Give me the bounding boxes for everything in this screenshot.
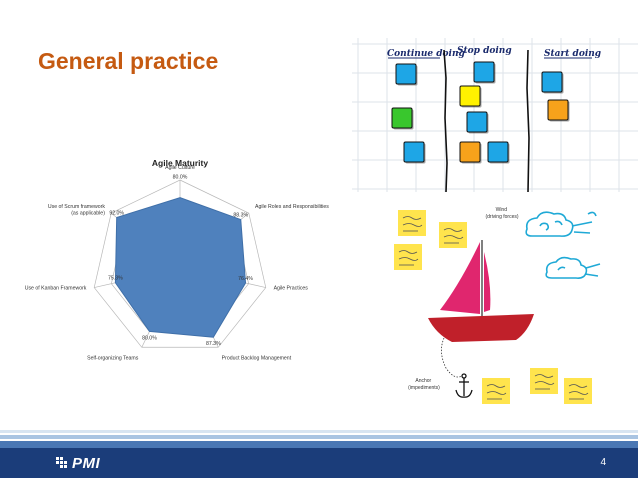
radar-category-label: Use of Kanban Framework: [25, 285, 87, 291]
scribble: [402, 216, 422, 220]
column-header-stop-doing: Stop doing: [457, 46, 512, 56]
chart-title: Agile Maturity: [152, 158, 208, 168]
column-divider: [526, 49, 530, 192]
scribble: [443, 228, 463, 232]
radar-value-label: 80.0%: [173, 175, 188, 181]
radar-category-label: Product Backlog Management: [222, 355, 292, 361]
retrospective-board: Continue doing Stop doing Start doing: [352, 38, 638, 192]
radar-grid-ring: [93, 179, 267, 348]
sticky-note-icon: [466, 111, 488, 133]
agile-maturity-radar-chart: Agile Culture 80.0% Agile Roles and Respon…: [25, 158, 330, 361]
sticky-note-icon: [459, 141, 481, 163]
footer-bar: PMI 4: [0, 448, 638, 478]
sticky-note-icon: [541, 71, 563, 93]
sticky-note-icon: [398, 210, 426, 236]
sticky-note-icon: [564, 378, 592, 404]
sticky-notes: [391, 61, 570, 164]
scribble: [568, 384, 588, 388]
sailboat-retrospective: Wind (driving forces) Anchor (impediment…: [394, 207, 601, 404]
anchor-icon: [455, 373, 473, 398]
anchor-label: Anchor (impediments): [408, 378, 440, 391]
sticky-note-icon: [547, 99, 569, 121]
scribble: [568, 391, 589, 395]
radar-value-label: 92.0%: [109, 211, 124, 217]
scribble: [398, 257, 419, 261]
radar-value-label: 87.3%: [206, 341, 221, 347]
radar-category-label: Agile Culture: [165, 165, 195, 171]
radar-category-label: Use of Scrum framework(as applicable): [48, 204, 105, 216]
page-number: 4: [600, 457, 606, 468]
sticky-note-icon: [482, 378, 510, 404]
cloud-icon: [525, 211, 597, 237]
radar-labels: Agile Culture 80.0% Agile Roles and Respon…: [25, 165, 330, 361]
sticky-note-icon: [394, 244, 422, 270]
sticky-note-icon: [391, 107, 413, 129]
sticky-note-icon: [439, 222, 467, 248]
scribble: [443, 235, 464, 239]
sticky-note-icon: [395, 63, 417, 85]
sticky-note-icon: [403, 141, 425, 163]
column-header-continue-doing: Continue doing: [387, 49, 465, 59]
cloud-icon: [545, 256, 601, 279]
scribble: [486, 391, 507, 395]
scribble: [534, 374, 554, 378]
radar-value-label: 75.3%: [108, 276, 123, 282]
pmi-logo: PMI: [56, 454, 101, 472]
scribble: [398, 250, 418, 254]
radar-category-label: Agile Roles and Responsibilities: [255, 204, 329, 210]
scribble: [402, 223, 423, 227]
radar-series-area: [114, 197, 247, 338]
wind-label: Wind (driving forces): [485, 207, 518, 220]
sticky-note-icon: [459, 85, 481, 107]
sticky-note-icon: [473, 61, 495, 83]
radar-category-label: Self-organizing Teams: [87, 355, 139, 361]
sail-icon-small: [484, 252, 491, 312]
radar-value-label: 88.3%: [233, 213, 248, 219]
radar-category-label: Agile Practices: [274, 285, 309, 291]
sail-icon: [440, 242, 480, 314]
pmi-logo-text: PMI: [72, 454, 101, 472]
scribble: [534, 381, 555, 385]
slide-title: General practice: [38, 48, 219, 74]
footer-stripes: [0, 430, 638, 448]
anchor-chain: [441, 337, 463, 378]
sailboat-icon: [428, 314, 534, 342]
yellow-notes: [394, 210, 592, 404]
radar-value-label: 76.4%: [238, 276, 253, 282]
pmi-logo-icon: [56, 457, 67, 468]
scribble: [486, 384, 506, 388]
column-divider: [443, 49, 448, 192]
sticky-note-icon: [530, 368, 558, 394]
column-header-start-doing: Start doing: [544, 49, 601, 59]
radar-value-label: 80.0%: [142, 335, 157, 341]
sticky-note-icon: [487, 141, 509, 163]
